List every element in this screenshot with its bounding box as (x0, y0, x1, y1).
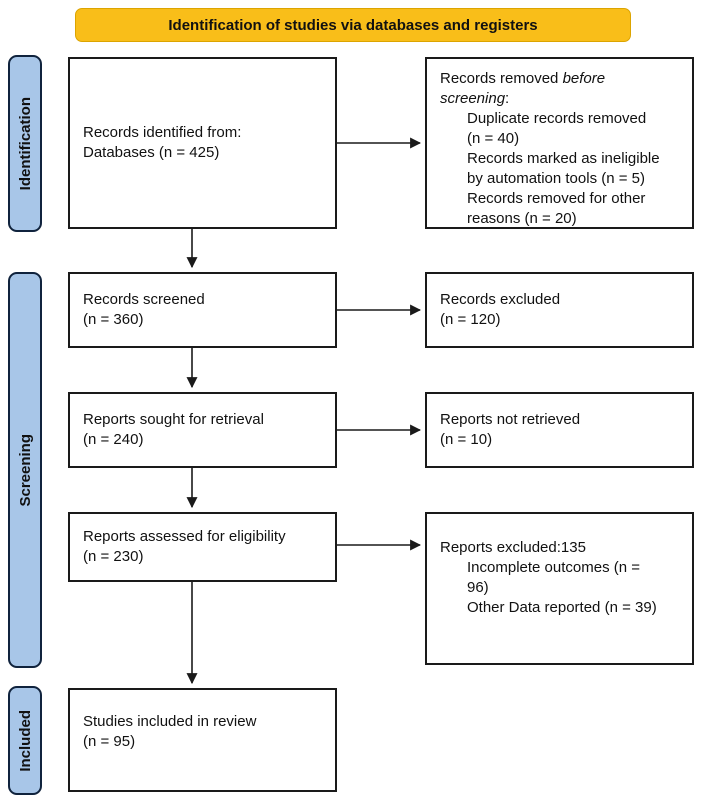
box-records-excluded-text: Records excluded (n = 120) (440, 291, 561, 328)
box-records-identified: Records identified from: Databases (n = … (68, 57, 337, 229)
box-reports-not-retrieved: Reports not retrieved (n = 10) (425, 392, 694, 468)
phase-label-screening: Screening (8, 272, 42, 668)
phase-label-identification-text: Identification (16, 96, 34, 191)
box-records-identified-text: Records identified from: Databases (n = … (83, 124, 242, 161)
records-removed-emphasis: before screening (440, 70, 606, 107)
box-records-screened: Records screened (n = 360) (68, 272, 337, 348)
reports-excluded-item-other-data: Other Data reported (n = 39) (467, 599, 657, 616)
box-records-screened-text: Records screened (n = 360) (83, 291, 205, 328)
box-reports-assessed-text: Reports assessed for eligibility (n = 23… (83, 528, 286, 565)
reports-excluded-title: Reports excluded:135 (440, 539, 586, 556)
records-removed-lead: Records removed (440, 70, 563, 87)
records-removed-colon: : (505, 90, 510, 107)
box-reports-sought: Reports sought for retrieval (n = 240) (68, 392, 337, 468)
box-reports-assessed: Reports assessed for eligibility (n = 23… (68, 512, 337, 582)
box-records-removed-before-screening: Records removed before screening: Duplic… (425, 57, 694, 229)
box-records-removed-title: Records removed before screening: (440, 69, 684, 109)
phase-label-identification: Identification (8, 55, 42, 232)
box-studies-included-text: Studies included in review (n = 95) (83, 713, 257, 750)
records-removed-item-duplicates: Duplicate records removed (n = 40) (467, 110, 647, 147)
box-reports-excluded-reasons: Reports excluded:135 Incomplete outcomes… (425, 512, 694, 665)
box-studies-included: Studies included in review (n = 95) (68, 688, 337, 792)
box-reports-sought-text: Reports sought for retrieval (n = 240) (83, 411, 264, 448)
reports-excluded-item-incomplete: Incomplete outcomes (n = 96) (467, 559, 641, 596)
phase-label-screening-text: Screening (16, 433, 34, 507)
box-records-excluded: Records excluded (n = 120) (425, 272, 694, 348)
records-removed-item-other: Records removed for other reasons (n = 2… (467, 190, 646, 227)
phase-label-included-text: Included (16, 709, 34, 772)
records-removed-item-automation: Records marked as ineligible by automati… (467, 150, 660, 187)
phase-label-included: Included (8, 686, 42, 795)
banner-identification-via-databases: Identification of studies via databases … (75, 8, 631, 42)
box-reports-not-retrieved-text: Reports not retrieved (n = 10) (440, 411, 581, 448)
banner-label: Identification of studies via databases … (168, 16, 538, 34)
